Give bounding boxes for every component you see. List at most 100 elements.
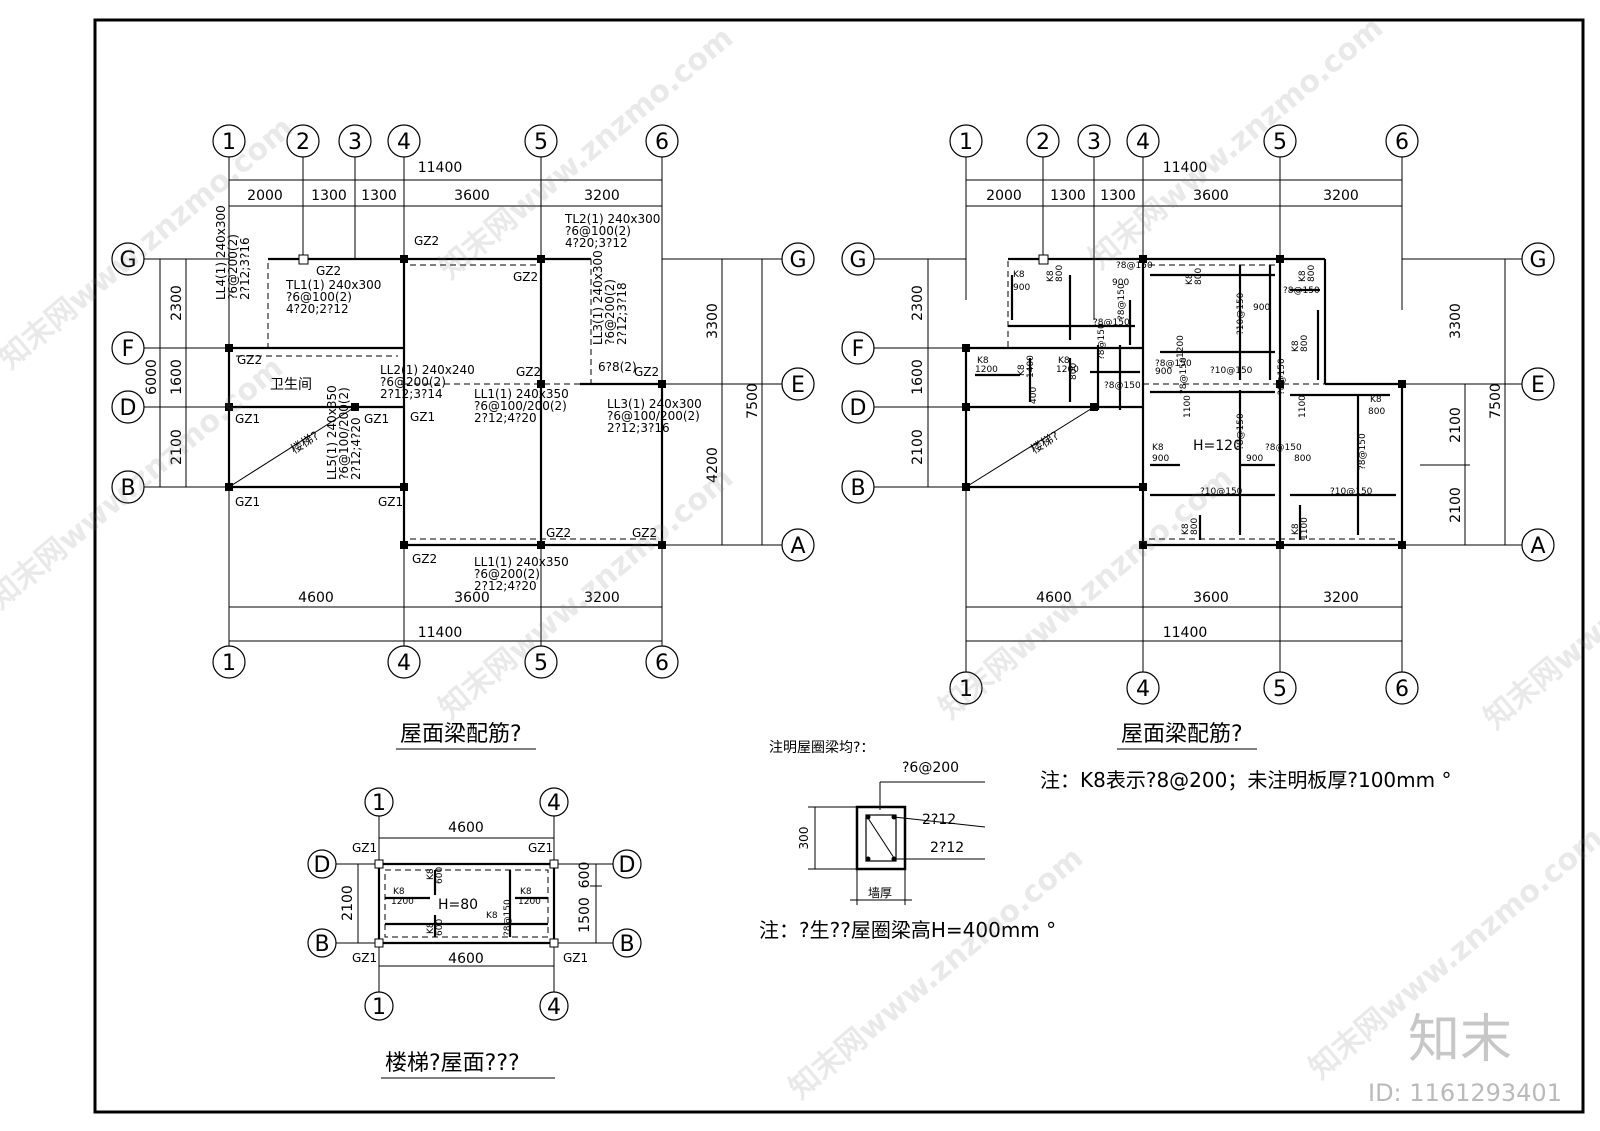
stair-roof-plan: 1 4 1 4 D B D B 4600 4600 2100 600 1500: [307, 787, 642, 1079]
svg-text:800: 800: [1300, 335, 1310, 352]
svg-text:600: 600: [577, 862, 593, 889]
svg-text:?8@150: ?8@150: [1104, 381, 1141, 391]
svg-text:1: 1: [959, 677, 973, 702]
svg-text:K8: K8: [520, 887, 532, 897]
beam-TL1: TL1(1) 240x300 ?6@100(2) 4?20;2?12: [285, 278, 381, 316]
s-axis-bottom-1: 1: [364, 991, 394, 1021]
axis-top-3: 3: [338, 124, 372, 158]
svg-text:800: 800: [1368, 407, 1385, 417]
svg-text:4: 4: [547, 995, 561, 1020]
svg-text:GZ2: GZ2: [634, 365, 659, 379]
svg-text:800: 800: [1294, 454, 1311, 464]
svg-text:800: 800: [1055, 265, 1065, 282]
svg-text:5: 5: [534, 651, 548, 676]
svg-text:GZ1: GZ1: [235, 495, 260, 509]
svg-text:LL2(1) 240x240: LL2(1) 240x240: [380, 363, 475, 377]
beam-TL2: TL2(1) 240x300 ?6@100(2) 4?20;3?12: [564, 212, 660, 250]
svg-text:GZ2: GZ2: [516, 365, 541, 379]
svg-text:H=120: H=120: [1193, 438, 1242, 454]
svg-text:900: 900: [1246, 454, 1263, 464]
svg-text:3600: 3600: [1193, 188, 1229, 204]
svg-text:1300: 1300: [1100, 188, 1136, 204]
svg-text:D: D: [120, 396, 137, 421]
svg-text:2?12;4?20: 2?12;4?20: [474, 411, 537, 425]
svg-text:2?12: 2?12: [930, 840, 964, 856]
svg-text:1600: 1600: [910, 359, 926, 395]
svg-text:知末网www.znzmo.com: 知末网www.znzmo.com: [0, 110, 300, 376]
svg-text:?8@150: ?8@150: [1265, 443, 1302, 453]
svg-text:K8: K8: [1017, 364, 1027, 376]
axis-top-1: 1: [212, 124, 246, 158]
svg-text:?8@150: ?8@150: [1116, 261, 1153, 271]
r-axis-top-6: 6: [1385, 124, 1419, 158]
svg-text:1300: 1300: [361, 188, 397, 204]
svg-text:2?12;4?20: 2?12;4?20: [349, 417, 363, 480]
svg-text:GZ1: GZ1: [352, 951, 377, 965]
svg-text:2?12;3?16: 2?12;3?16: [238, 237, 252, 300]
svg-text:?8@150: ?8@150: [1093, 318, 1130, 328]
svg-text:800: 800: [1307, 265, 1317, 282]
svg-text:GZ2: GZ2: [316, 264, 341, 278]
svg-text:K8: K8: [486, 911, 498, 921]
svg-text:2100: 2100: [169, 429, 185, 465]
r-axis-top-1: 1: [949, 124, 983, 158]
r-axis-top-5: 5: [1263, 124, 1297, 158]
svg-text:K8: K8: [1298, 270, 1308, 282]
axis-bottom-1: 1: [212, 645, 246, 679]
axis-right-E: E: [781, 367, 815, 401]
svg-text:1300: 1300: [311, 188, 347, 204]
svg-text:G: G: [119, 248, 136, 273]
svg-text:E: E: [1531, 373, 1545, 398]
svg-text:11400: 11400: [1163, 160, 1208, 176]
svg-text:1: 1: [372, 995, 386, 1020]
svg-text:1: 1: [959, 130, 973, 155]
svg-text:?6@200(2): ?6@200(2): [603, 279, 617, 345]
svg-text:3200: 3200: [584, 188, 620, 204]
svg-text:2?12;4?20: 2?12;4?20: [474, 579, 537, 593]
svg-text:D: D: [314, 853, 331, 878]
svg-text:TL1(1) 240x300: TL1(1) 240x300: [285, 278, 381, 292]
svg-text:注明屋圈梁均?：: 注明屋圈梁均?：: [769, 740, 874, 756]
svg-text:1200: 1200: [975, 365, 998, 375]
svg-text:GZ2: GZ2: [237, 353, 262, 367]
svg-text:2100: 2100: [910, 429, 926, 465]
beam-LL3b: LL3(1) 240x300 ?6@100/200(2) 2?12;3?16: [607, 397, 702, 435]
svg-text:3: 3: [1087, 130, 1101, 155]
svg-text:GZ1: GZ1: [563, 951, 588, 965]
axis-right-G: G: [781, 242, 815, 276]
r-axis-bottom-4: 4: [1126, 671, 1160, 705]
svg-text:?6@100/200(2): ?6@100/200(2): [474, 399, 567, 413]
svg-text:4600: 4600: [1036, 590, 1072, 606]
svg-text:GZ2: GZ2: [414, 234, 439, 248]
svg-text:1300: 1300: [1050, 188, 1086, 204]
svg-text:1100: 1100: [1300, 517, 1310, 540]
svg-text:?10@150: ?10@150: [1200, 487, 1243, 497]
axis-left-F: F: [111, 331, 145, 365]
svg-text:3600: 3600: [454, 590, 490, 606]
svg-text:?6@200(2): ?6@200(2): [226, 234, 240, 300]
svg-text:4: 4: [1136, 677, 1150, 702]
svg-text:3300: 3300: [705, 303, 721, 339]
svg-text:D: D: [850, 396, 867, 421]
s-axis-right-B: B: [612, 928, 642, 958]
svg-text:900: 900: [1253, 303, 1270, 313]
s-axis-right-D: D: [612, 849, 642, 879]
svg-text:F: F: [852, 337, 865, 362]
svg-text:4: 4: [1136, 130, 1150, 155]
svg-text:2000: 2000: [247, 188, 283, 204]
svg-text:K8: K8: [1013, 270, 1025, 280]
svg-text:?6@200(2): ?6@200(2): [474, 567, 540, 581]
svg-text:K8: K8: [1291, 523, 1301, 535]
svg-text:?8@150: ?8@150: [1179, 357, 1189, 394]
svg-text:2100: 2100: [1448, 487, 1464, 523]
s-axis-bottom-4: 4: [539, 991, 569, 1021]
svg-text:知末网www.znzmo.com: 知末网www.znzmo.com: [783, 840, 1090, 1106]
sheet-frame: [93, 18, 1585, 1114]
r-axis-left-F: F: [841, 331, 875, 365]
svg-text:800: 800: [1069, 363, 1079, 380]
svg-text:TL2(1) 240x300: TL2(1) 240x300: [564, 212, 660, 226]
axis-right-A: A: [781, 528, 815, 562]
svg-text:1: 1: [222, 130, 236, 155]
svg-text:1200: 1200: [1056, 365, 1079, 375]
